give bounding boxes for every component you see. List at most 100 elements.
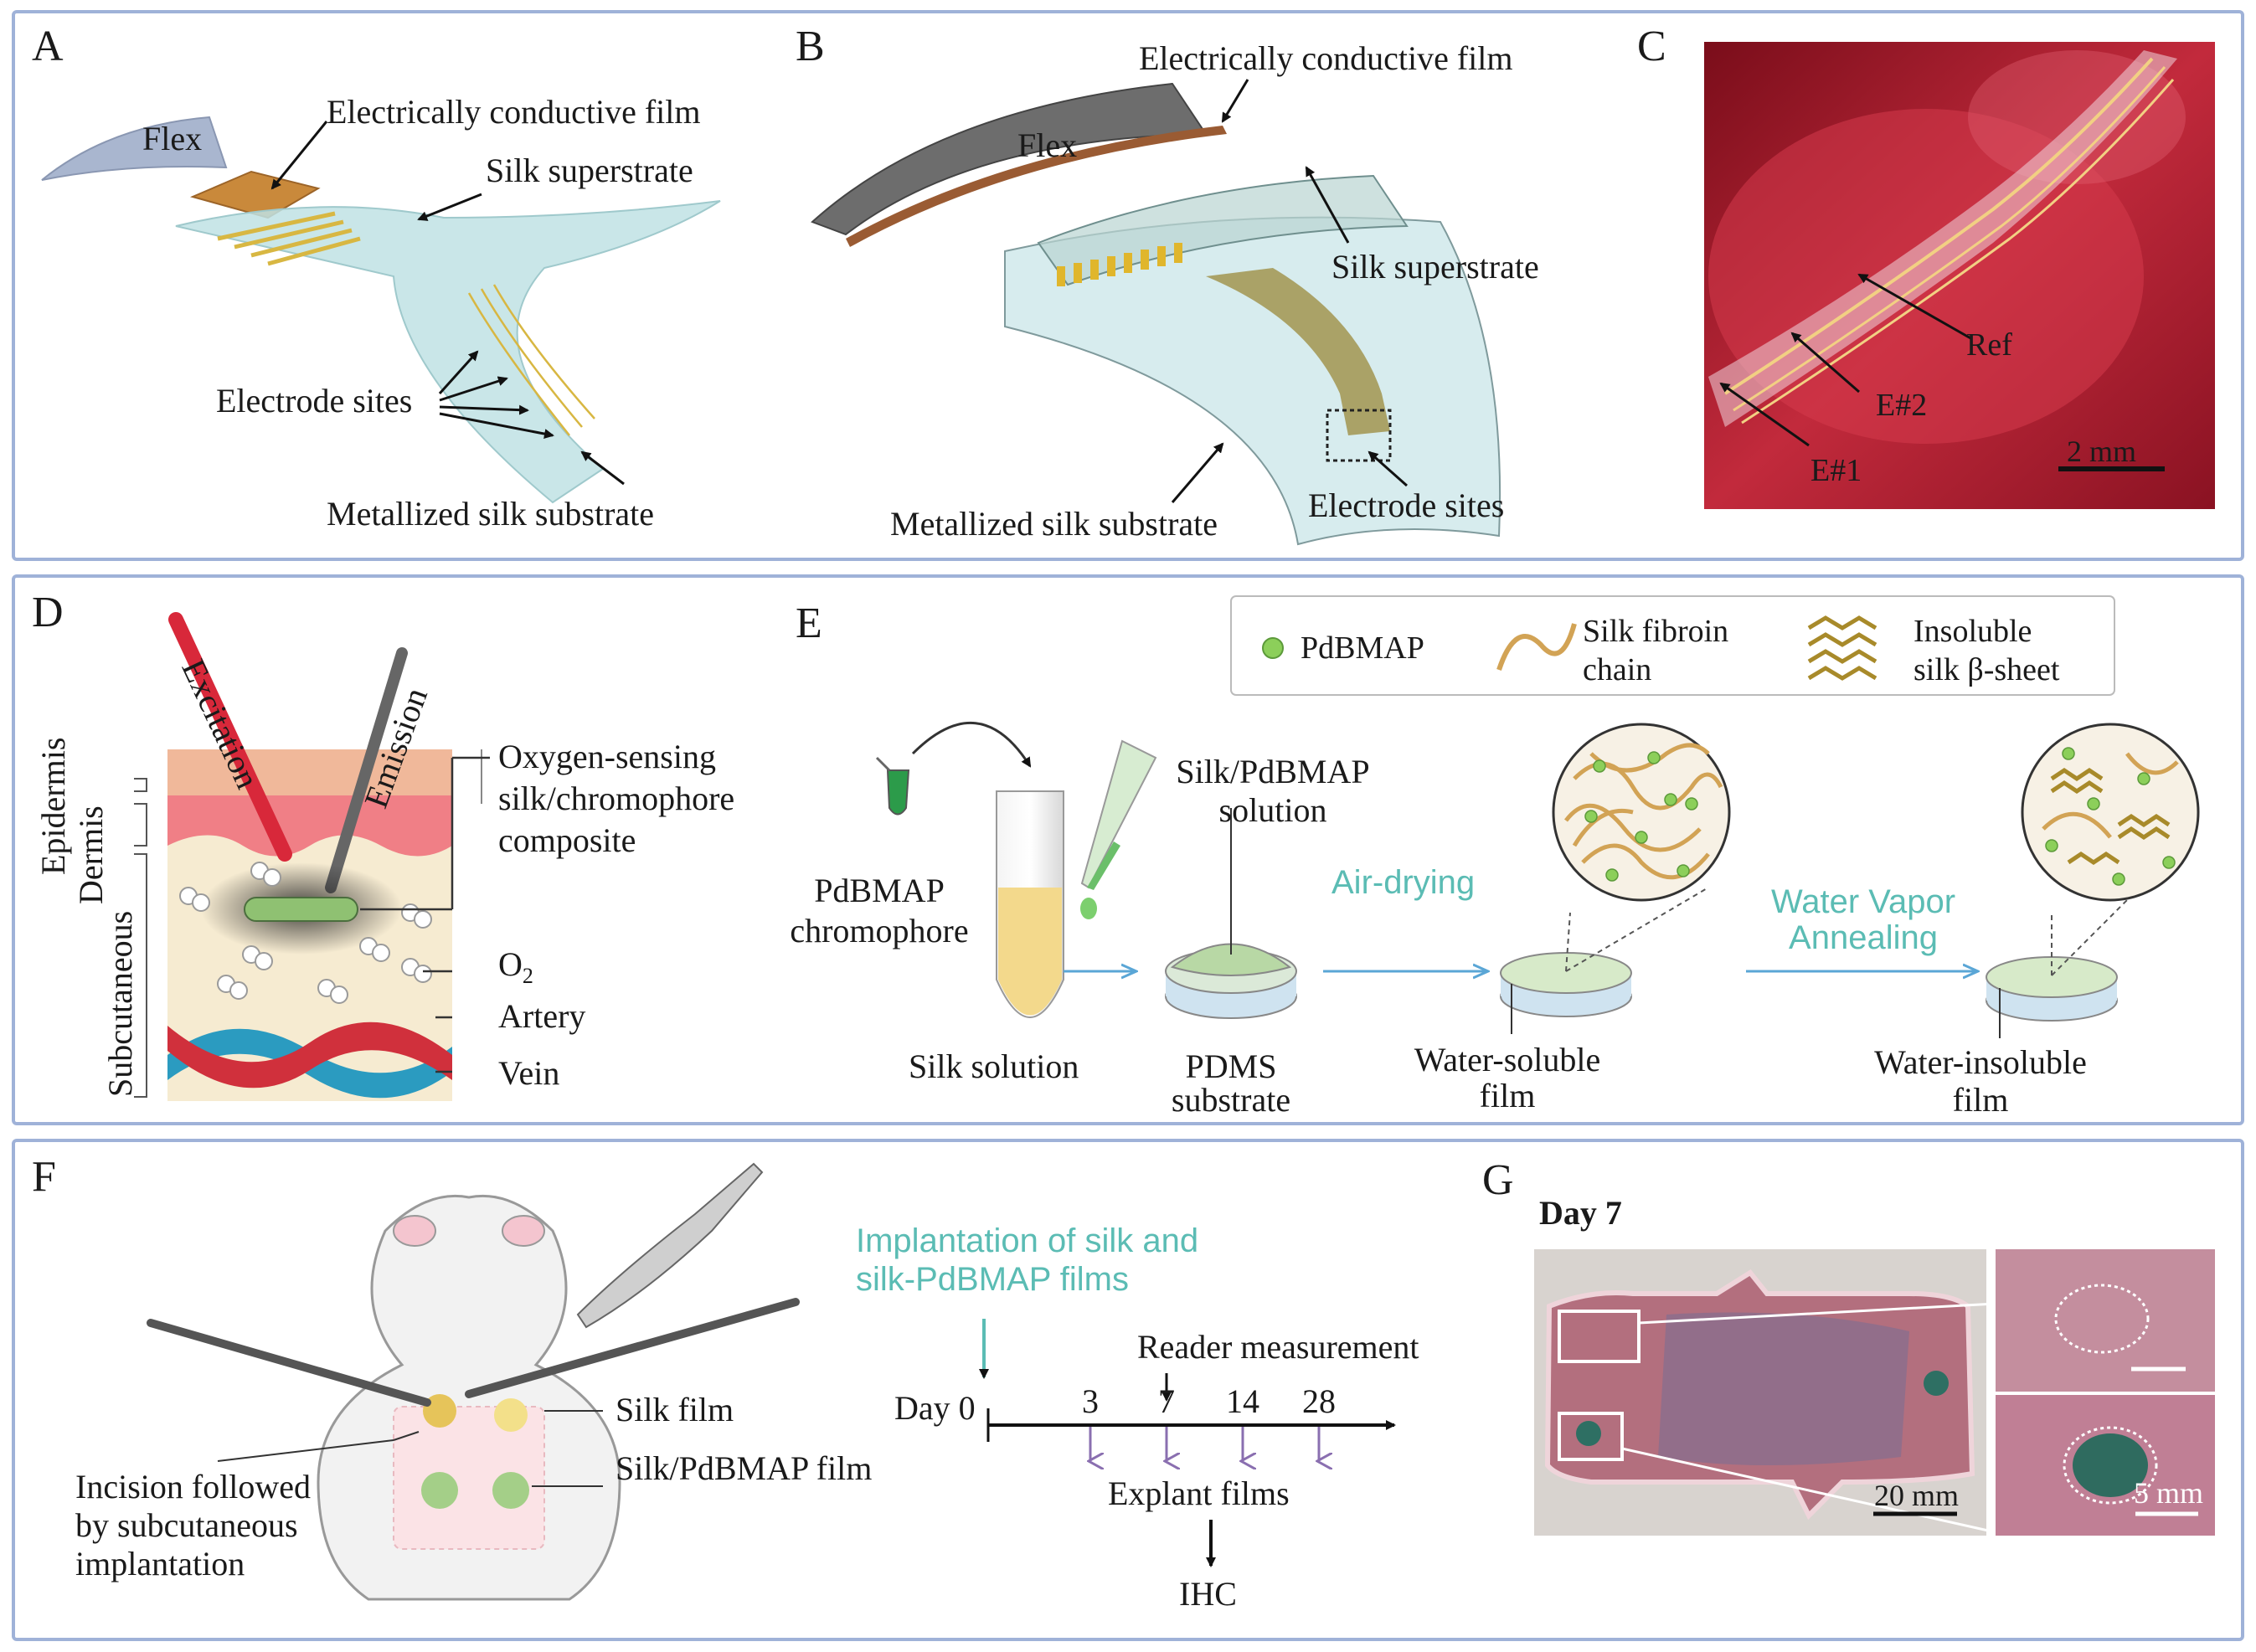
emission-beam xyxy=(325,647,408,893)
panel-f-label: F xyxy=(32,1153,56,1201)
incision-label-3: implantation xyxy=(75,1545,245,1583)
panel-g-scale-main: 20 mm xyxy=(1874,1479,1960,1512)
implantation-label-1: Implantation of silk and xyxy=(856,1222,1199,1259)
soluble-film-label-1: Water-soluble xyxy=(1414,1041,1601,1078)
day-7-label: Day 7 xyxy=(1539,1194,1622,1232)
soluble-film-label-2: film xyxy=(1479,1077,1536,1114)
incision-label-2: by subcutaneous xyxy=(75,1506,298,1544)
panel-c-e2-label: E#2 xyxy=(1876,388,1928,423)
panel-a-illustration xyxy=(41,116,721,504)
panel-d-o2-label: O2 xyxy=(498,945,533,988)
excitation-beam xyxy=(168,612,292,862)
electrode-site-box-b xyxy=(1326,409,1392,462)
implantation-label-2: silk-PdBMAP films xyxy=(856,1261,1129,1298)
silk-solution-label: Silk solution xyxy=(909,1047,1079,1085)
silk-superstrate-a xyxy=(175,200,721,504)
legend-chain-icon xyxy=(1496,623,1577,671)
insoluble-film-label-2: film xyxy=(1952,1081,2009,1119)
panel-a-conductive-film-label: Electrically conductive film xyxy=(327,93,701,131)
chromophore-label-2: chromophore xyxy=(790,912,969,950)
legend-pdbmap-label: PdBMAP xyxy=(1301,630,1424,666)
pipette xyxy=(1080,739,1157,889)
conductive-film-b xyxy=(846,126,1227,247)
air-drying-label: Air-drying xyxy=(1331,864,1476,901)
panel-d-vein-label: Vein xyxy=(498,1054,560,1092)
zoom-circle-insoluble xyxy=(2021,723,2200,902)
incision-label-1: Incision followed xyxy=(75,1468,312,1505)
panel-e-label: E xyxy=(796,600,822,647)
silk-drop-dome xyxy=(1170,943,1292,976)
silk-pdbmap-film-label: Silk/PdBMAP film xyxy=(616,1449,873,1487)
panel-d-dermis-label: Dermis xyxy=(72,805,110,904)
legend-pdbmap-icon xyxy=(1262,637,1284,659)
panel-d-sensor-label-2: silk/chromophore xyxy=(498,780,735,817)
conductive-film-a xyxy=(189,170,321,219)
panel-d-sensor-label-1: Oxygen-sensing xyxy=(498,738,716,775)
panel-d-label: D xyxy=(32,589,64,636)
silk-pdbmap-film-left xyxy=(421,1472,458,1509)
shaved-area xyxy=(393,1406,545,1550)
panel-b-conductive-film-label: Electrically conductive film xyxy=(1139,39,1513,77)
scalpel xyxy=(576,1162,764,1329)
chromophore-label-1: PdBMAP xyxy=(814,872,945,909)
contact-pads-b xyxy=(1057,243,1182,286)
legend-chain-label-2: chain xyxy=(1583,652,1652,687)
panel-d-subcutaneous-label: Subcutaneous xyxy=(101,910,139,1097)
traces-a xyxy=(467,284,595,436)
panel-a-substrate-label: Metallized silk substrate xyxy=(327,495,655,533)
panel-d-artery-label: Artery xyxy=(498,997,586,1035)
legend-sheet-label-1: Insoluble xyxy=(1913,614,2032,649)
panel-c-e1-label: E#1 xyxy=(1810,453,1862,488)
timeline-day-label: Day 0 xyxy=(894,1389,976,1427)
panel-b-label: B xyxy=(796,23,825,70)
flex-sheet-a xyxy=(41,116,228,181)
panel-c-label: C xyxy=(1637,23,1666,70)
timeline-day-3: 3 xyxy=(1082,1382,1099,1420)
trace-bundle-b xyxy=(1206,268,1390,435)
legend-sheet-icon xyxy=(1807,615,1877,681)
mix-label-2: solution xyxy=(1218,791,1327,829)
panel-b-illustration xyxy=(811,79,1501,546)
pdms-label-1: PDMS xyxy=(1185,1047,1277,1085)
timeline-day-14: 14 xyxy=(1226,1382,1259,1420)
panel-a-label: A xyxy=(32,23,64,70)
annealing-label-2: Annealing xyxy=(1789,919,1938,956)
panel-a-electrode-sites-label: Electrode sites xyxy=(216,382,413,419)
legend-sheet-label-2: silk β-sheet xyxy=(1913,652,2060,687)
annealing-label-1: Water Vapor xyxy=(1770,883,1956,920)
panel-c-scale-label: 2 mm xyxy=(2067,435,2137,468)
timeline-day-7: 7 xyxy=(1158,1382,1175,1420)
forceps-left xyxy=(147,1319,431,1407)
panel-g-scale-inset: 5 mm xyxy=(2134,1476,2204,1510)
pdms-label-2: substrate xyxy=(1171,1081,1291,1119)
artery-shape xyxy=(167,1022,452,1088)
panel-d-epidermis-label: Epidermis xyxy=(34,737,72,875)
oxygen-bubbles xyxy=(179,862,432,1004)
explant-films-label: Explant films xyxy=(1108,1474,1290,1512)
legend-chain-label-1: Silk fibroin xyxy=(1583,614,1729,649)
timeline-day-28: 28 xyxy=(1302,1382,1336,1420)
silk-film-label: Silk film xyxy=(616,1391,734,1428)
panel-e-illustration xyxy=(875,595,2200,1038)
forceps-right xyxy=(465,1298,800,1398)
panel-a-flex-label: Flex xyxy=(142,120,203,157)
reader-measurement-label: Reader measurement xyxy=(1137,1328,1419,1366)
panel-b-substrate-label: Metallized silk substrate xyxy=(890,505,1218,543)
panel-b-superstrate-label: Silk superstrate xyxy=(1331,248,1539,286)
panel-d-illustration xyxy=(134,612,490,1101)
panel-c-ref-label: Ref xyxy=(1966,327,2012,363)
panel-b-electrode-sites-label: Electrode sites xyxy=(1308,486,1505,524)
chromophore-vial xyxy=(886,769,910,816)
panel-g-photos xyxy=(1534,1249,2215,1536)
contact-pads-a xyxy=(217,211,361,266)
legend-box xyxy=(1230,595,2115,696)
insoluble-film-label-1: Water-insoluble xyxy=(1874,1043,2087,1081)
panel-f-illustration xyxy=(147,1162,1396,1601)
panel-c-photo xyxy=(1704,42,2215,509)
ihc-label: IHC xyxy=(1179,1575,1237,1613)
panel-a-superstrate-label: Silk superstrate xyxy=(486,152,693,189)
panel-d-sensor-label-3: composite xyxy=(498,821,636,859)
panel-b-flex-label: Flex xyxy=(1017,126,1078,164)
panel-g-label: G xyxy=(1482,1156,1514,1204)
